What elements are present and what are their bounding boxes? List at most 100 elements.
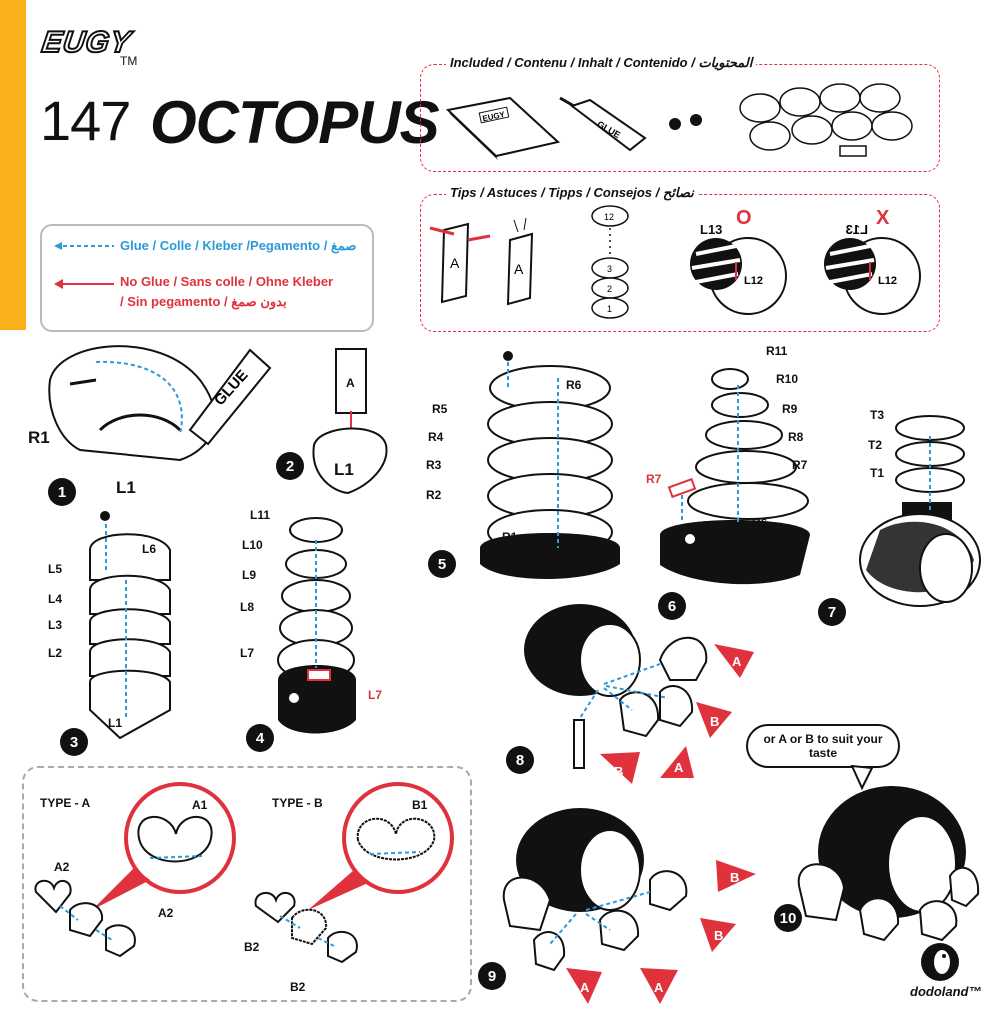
step-5-label-r4: R4 xyxy=(428,430,443,444)
step-2-number: 2 xyxy=(276,452,304,480)
step-3-illustration xyxy=(80,510,190,750)
step-6-label-r6: R6 xyxy=(752,516,767,530)
step-5-number: 5 xyxy=(428,550,456,578)
step-3-number: 3 xyxy=(60,728,88,756)
included-title: Included / Contenu / Inhalt / Contenido … xyxy=(446,55,756,71)
step-1-illustration: GLUE xyxy=(40,340,280,480)
type-a-label-a2-right: A2 xyxy=(158,906,173,920)
step-7-label-t3: T3 xyxy=(870,408,884,422)
included-items: EUGY GLUE xyxy=(440,80,940,170)
tip-correct-right: L12 xyxy=(744,275,763,287)
tip-correct-mark: O xyxy=(736,207,752,229)
svg-text:B: B xyxy=(710,714,719,729)
type-b-label-b2-left: B2 xyxy=(244,940,259,954)
step-4-label-l9: L9 xyxy=(242,568,256,582)
step-9-number: 9 xyxy=(478,962,506,990)
stack-number-12: 12 xyxy=(604,212,614,222)
step-5-label-r2: R2 xyxy=(426,488,441,502)
legend-no-glue-1: No Glue / Sans colle / Ohne Kleber xyxy=(120,274,333,289)
step-6-label-r9: R9 xyxy=(782,402,797,416)
step-3-label-l5: L5 xyxy=(48,562,62,576)
step-6-label-r10: R10 xyxy=(776,372,798,386)
step-6-label-r8: R8 xyxy=(788,430,803,444)
step-4-label-l8: L8 xyxy=(240,600,254,614)
svg-text:A: A xyxy=(654,980,664,995)
step-5-label-r6: R6 xyxy=(566,378,581,392)
step-4-number: 4 xyxy=(246,724,274,752)
step-4-label-l7: L7 xyxy=(240,646,254,660)
step-4-illustration xyxy=(270,510,380,740)
svg-text:A: A xyxy=(732,654,742,669)
trademark: TM xyxy=(120,54,137,68)
legend-no-glue-2: / Sin pegamento / بدون صمغ xyxy=(120,294,287,310)
type-b-label-b2-bottom: B2 xyxy=(290,980,305,994)
svg-text:A: A xyxy=(674,760,684,775)
type-a-label-a1: A1 xyxy=(192,798,207,812)
step-4-label-l6: L6 xyxy=(336,668,350,682)
tip-card-letter: A xyxy=(450,255,460,271)
tips-title: Tips / Astuces / Tipps / Consejos / نصائ… xyxy=(446,185,698,201)
eye-beads-icon xyxy=(669,114,702,130)
maker-logo: dodoland™ xyxy=(910,984,982,999)
taste-bubble-text: or A or B to suit your taste xyxy=(763,732,882,760)
standing-card-icon: A xyxy=(508,218,532,304)
step-4-label-l11: L11 xyxy=(250,508,270,522)
tip-wrong-left: L13 xyxy=(846,222,868,237)
step-6-label-r7: R7 xyxy=(792,458,807,472)
step-5-illustration xyxy=(440,348,620,588)
step-2-label-l1: L1 xyxy=(334,460,354,480)
step-5-label-r1: R1 xyxy=(502,530,517,544)
legend-arrows xyxy=(54,236,124,296)
type-b-label-b1: B1 xyxy=(412,798,427,812)
tip-wrong-mark: X xyxy=(876,207,890,229)
step-9-tag-a-2: A xyxy=(636,964,686,1008)
legend-glue: Glue / Colle / Kleber /Pegamento / صمغ xyxy=(120,238,356,254)
step-3-label-l1: L1 xyxy=(108,716,122,730)
svg-text:A: A xyxy=(514,261,524,277)
step-9-illustration xyxy=(490,800,720,990)
stack-number-1: 1 xyxy=(607,304,612,314)
step-1-number: 1 xyxy=(48,478,76,506)
step-10-number: 10 xyxy=(774,904,802,932)
stack-number-2: 2 xyxy=(607,284,612,294)
tip-correct-left: L13 xyxy=(700,222,722,237)
svg-text:A: A xyxy=(580,980,590,995)
step-2-label-a: A xyxy=(346,376,355,390)
step-4-label-l10: L10 xyxy=(242,538,263,552)
instruction-booklet-icon: EUGY xyxy=(448,98,558,160)
step-3-label-l4: L4 xyxy=(48,592,62,606)
svg-text:B: B xyxy=(730,870,739,885)
dodo-bird-icon xyxy=(918,942,962,982)
tip-wrong-right: L12 xyxy=(878,275,897,287)
step-8-tag-b-2: B xyxy=(596,748,646,788)
accent-bar xyxy=(0,0,26,330)
model-name: OCTOPUS xyxy=(150,88,439,157)
step-6-label-r11: R11 xyxy=(766,344,787,358)
step-7-number: 7 xyxy=(818,598,846,626)
step-5-label-r5: R5 xyxy=(432,402,447,416)
step-9-tag-b-2: B xyxy=(696,914,746,954)
wrong-alignment-icon: L13 L12 X xyxy=(824,207,920,314)
correct-alignment-icon: L13 L12 O xyxy=(690,207,786,314)
model-number: 147 xyxy=(40,88,130,153)
step-8-tag-a: A xyxy=(710,640,760,680)
step-1-label-r1: R1 xyxy=(28,428,50,448)
step-3-label-l6: L6 xyxy=(142,542,156,556)
step-3-label-l2: L2 xyxy=(48,646,62,660)
step-3-label-l3: L3 xyxy=(48,618,62,632)
type-a-label-a2-left: A2 xyxy=(54,860,69,874)
tips-illustrations: A A 12 3 2 1 L13 L12 O L13 L12 X xyxy=(430,200,930,330)
step-7-label-t1: T1 xyxy=(870,466,884,480)
glue-tube-icon: GLUE xyxy=(560,98,645,150)
step-9-tag-b-1: B xyxy=(712,856,762,896)
step-8-tag-a-2: A xyxy=(650,742,700,782)
stack-number-3: 3 xyxy=(607,264,612,274)
cut-pieces-icon xyxy=(740,84,912,156)
step-4-label-l7-red: L7 xyxy=(368,688,382,702)
type-a-illustration xyxy=(30,780,250,980)
step-10-illustration xyxy=(780,760,980,960)
step-9-tag-a-1: A xyxy=(562,964,612,1008)
svg-text:B: B xyxy=(714,928,723,943)
step-1-label-l1: L1 xyxy=(116,478,136,498)
pressed-card-icon: A xyxy=(430,224,490,302)
